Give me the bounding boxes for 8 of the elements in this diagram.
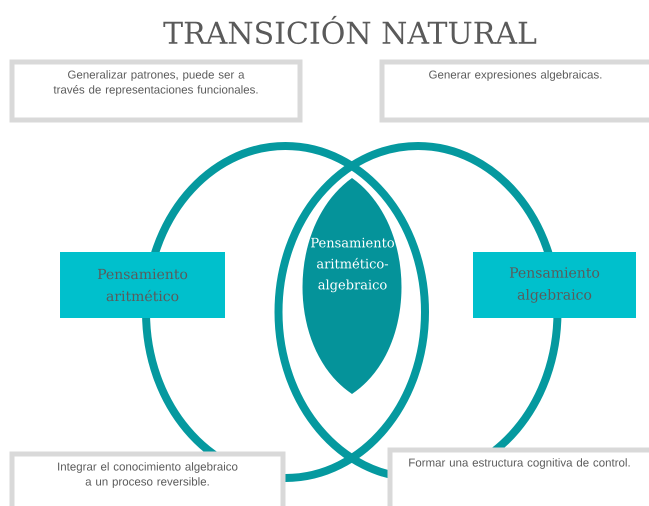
note-box: Integrar el conocimiento algebraico a un proceso reversible. <box>10 451 286 506</box>
note-box: Generar expresiones algebraicas. <box>380 60 649 122</box>
title: TRANSICIÓN NATURAL <box>163 16 536 44</box>
intersection-lens: Pensamiento aritmético-algebraico <box>302 178 402 394</box>
note-box: Formar una estructura cognitiva de control. <box>388 447 649 506</box>
concept-box: Pensamiento algebraico <box>473 252 636 318</box>
concept-box: Pensamiento aritmético <box>60 252 225 318</box>
note-box: Generalizar patrones, puede ser a través de representaciones funcionales. <box>10 60 302 122</box>
